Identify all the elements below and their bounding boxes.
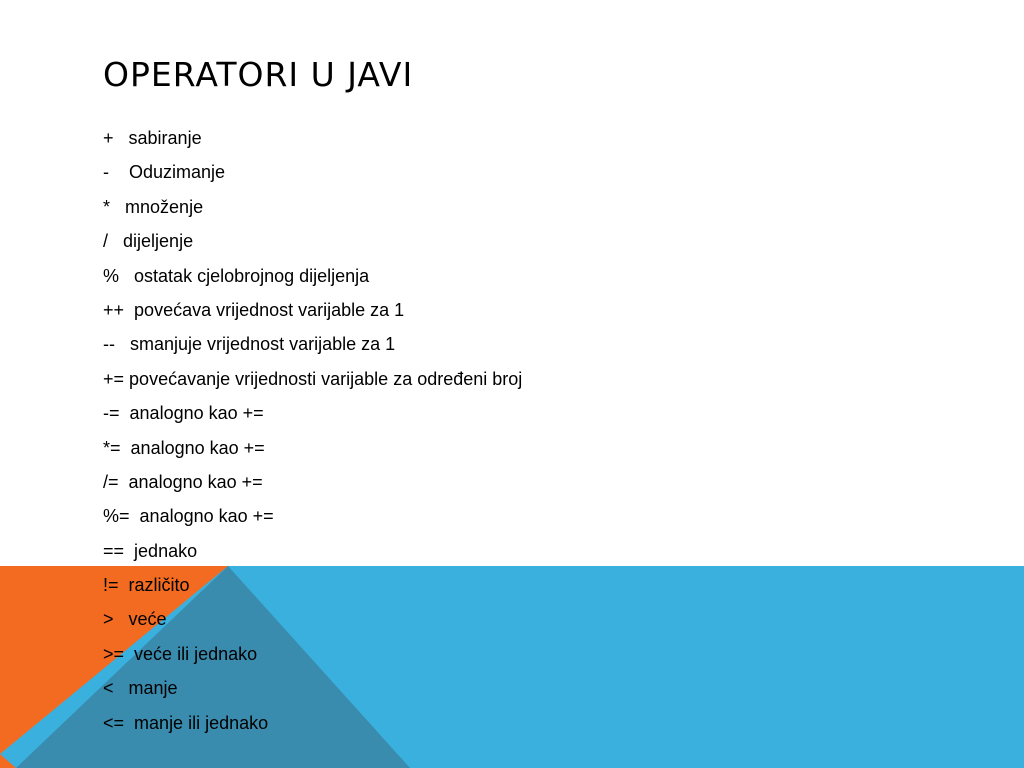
operator-description: sabiranje — [128, 128, 202, 148]
operator-symbol: % — [103, 265, 120, 286]
operator-description: jednako — [134, 540, 198, 561]
list-item: / dijeljenje — [103, 231, 522, 265]
operator-symbol: /= — [103, 471, 119, 492]
list-item: -= analogno kao += — [103, 403, 522, 437]
spacer — [121, 438, 131, 459]
operator-description: veće ili jednako — [134, 643, 258, 664]
list-item: * množenje — [103, 197, 522, 231]
operator-symbol: < — [103, 678, 114, 699]
spacer — [124, 541, 134, 562]
operator-description: dijeljenje — [123, 231, 194, 252]
list-item: += povećavanje vrijednosti varijable za … — [103, 369, 522, 403]
operator-description: povećava vrijednost varijable za 1 — [134, 299, 405, 320]
operator-description: manje ili jednako — [134, 712, 269, 733]
operator-symbol: += — [103, 368, 125, 389]
spacer — [110, 197, 125, 218]
spacer — [115, 334, 130, 355]
list-item: ++ povećava vrijednost varijable za 1 — [103, 300, 522, 334]
spacer — [120, 403, 130, 424]
orange-triangle — [0, 566, 228, 754]
spacer — [114, 678, 129, 699]
operator-description: različito — [128, 575, 190, 596]
operator-symbol: * — [103, 196, 111, 217]
spacer — [114, 609, 129, 630]
list-item: + sabiranje — [103, 128, 522, 162]
list-item: % ostatak cjelobrojnog dijeljenja — [103, 266, 522, 300]
operator-symbol: > — [103, 609, 114, 630]
operator-description: analogno kao += — [139, 506, 274, 527]
operator-symbol: + — [103, 128, 114, 148]
list-item: != različito — [103, 575, 522, 609]
list-item: -- smanjuje vrijednost varijable za 1 — [103, 334, 522, 368]
operator-symbol: / — [103, 231, 109, 252]
operator-list: + sabiranje- Oduzimanje* množenje/ dijel… — [103, 128, 522, 747]
list-item: /= analogno kao += — [103, 472, 522, 506]
operator-symbol: != — [103, 575, 119, 596]
spacer — [109, 162, 129, 183]
spacer — [124, 300, 134, 321]
list-item: < manje — [103, 678, 522, 712]
operator-symbol: <= — [103, 712, 125, 733]
spacer — [119, 472, 129, 493]
operator-symbol: >= — [103, 643, 125, 664]
spacer — [119, 575, 129, 596]
operator-description: ostatak cjelobrojnog dijeljenja — [134, 265, 370, 286]
operator-description: manje — [128, 678, 178, 699]
spacer — [124, 644, 134, 665]
operator-symbol: - — [103, 162, 109, 183]
operator-symbol: == — [103, 540, 125, 561]
spacer — [130, 506, 140, 527]
operator-description: Oduzimanje — [129, 162, 226, 183]
operator-symbol: %= — [103, 506, 130, 527]
operator-symbol: *= — [103, 437, 121, 458]
operator-description: analogno kao += — [128, 471, 263, 492]
list-item: <= manje ili jednako — [103, 713, 522, 747]
operator-description: veće — [128, 609, 167, 630]
slide-title: OPERATORI U JAVI — [103, 55, 414, 94]
operator-description: povećavanje vrijednosti varijable za odr… — [129, 368, 523, 389]
operator-description: analogno kao += — [130, 437, 265, 458]
list-item: >= veće ili jednako — [103, 644, 522, 678]
spacer — [114, 128, 129, 149]
orange-corner — [0, 754, 16, 768]
list-item: - Oduzimanje — [103, 162, 522, 196]
operator-description: analogno kao += — [129, 403, 264, 424]
spacer — [124, 713, 134, 734]
overlap-triangle — [16, 566, 410, 768]
operator-symbol: ++ — [103, 299, 125, 320]
list-item: == jednako — [103, 541, 522, 575]
operator-description: smanjuje vrijednost varijable za 1 — [130, 334, 396, 355]
spacer — [108, 231, 123, 252]
spacer — [119, 266, 134, 287]
list-item: > veće — [103, 609, 522, 643]
operator-symbol: -- — [103, 334, 115, 355]
operator-symbol: -= — [103, 403, 120, 424]
list-item: *= analogno kao += — [103, 438, 522, 472]
list-item: %= analogno kao += — [103, 506, 522, 540]
operator-description: množenje — [125, 196, 204, 217]
